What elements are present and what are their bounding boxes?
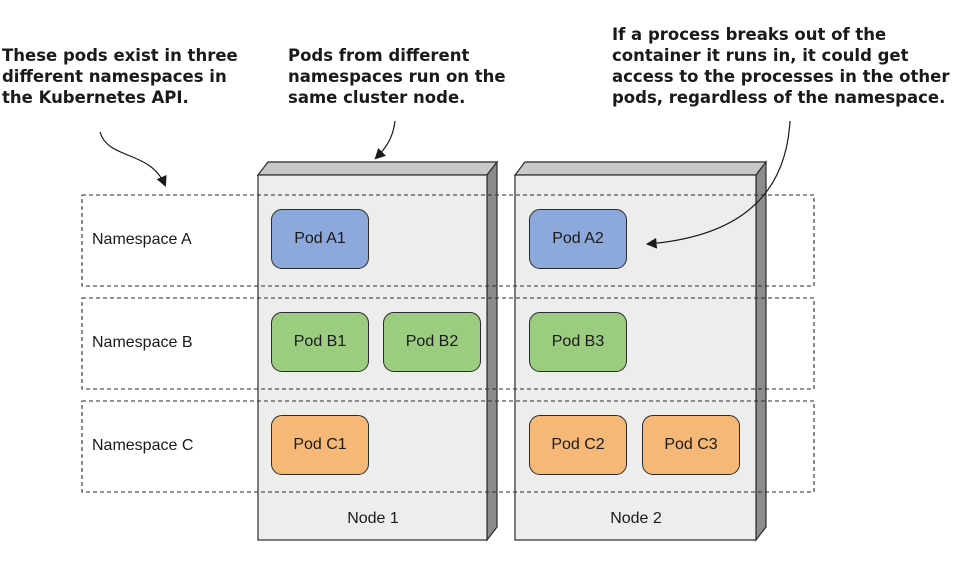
callout-namespaces: These pods exist in three different name… (2, 45, 238, 108)
callout-breakout-line-1: If a process breaks out of the (612, 25, 887, 44)
namespace-b-region (81, 297, 815, 390)
arrow-same-node (374, 120, 396, 160)
callout-namespaces-line-1: These pods exist in three (2, 46, 238, 65)
arrow-breakout (645, 120, 791, 249)
pod-b1: Pod B1 (271, 312, 369, 372)
callout-breakout: If a process breaks out of the container… (612, 24, 949, 108)
callout-same-node-line-1: Pods from different (288, 46, 470, 65)
pod-c3: Pod C3 (642, 415, 740, 475)
callout-same-node-line-3: same cluster node. (288, 88, 466, 107)
callout-same-node-line-2: namespaces run on the (288, 67, 506, 86)
callout-namespaces-line-3: the Kubernetes API. (2, 88, 189, 107)
pod-c1: Pod C1 (271, 415, 369, 475)
node-2-label: Node 2 (610, 510, 662, 527)
namespace-a-region (81, 194, 815, 287)
callout-breakout-line-2: container it runs in, it could get (612, 46, 909, 65)
node-1-label: Node 1 (347, 510, 399, 527)
callout-namespaces-line-2: different namespaces in (2, 67, 227, 86)
namespace-c-region (81, 400, 815, 493)
callout-breakout-line-4: pods, regardless of the namespace. (612, 88, 946, 107)
pod-a2: Pod A2 (529, 209, 627, 269)
callout-same-node: Pods from different namespaces run on th… (288, 45, 506, 108)
namespace-a-label: Namespace A (92, 231, 192, 248)
pod-c2: Pod C2 (529, 415, 627, 475)
namespace-b-label: Namespace B (92, 334, 193, 351)
arrow-namespaces (99, 131, 167, 187)
callout-breakout-line-3: access to the processes in the other (612, 67, 950, 86)
namespace-c-label: Namespace C (92, 437, 194, 454)
pod-b2: Pod B2 (383, 312, 481, 372)
pod-b3: Pod B3 (529, 312, 627, 372)
pod-a1: Pod A1 (271, 209, 369, 269)
